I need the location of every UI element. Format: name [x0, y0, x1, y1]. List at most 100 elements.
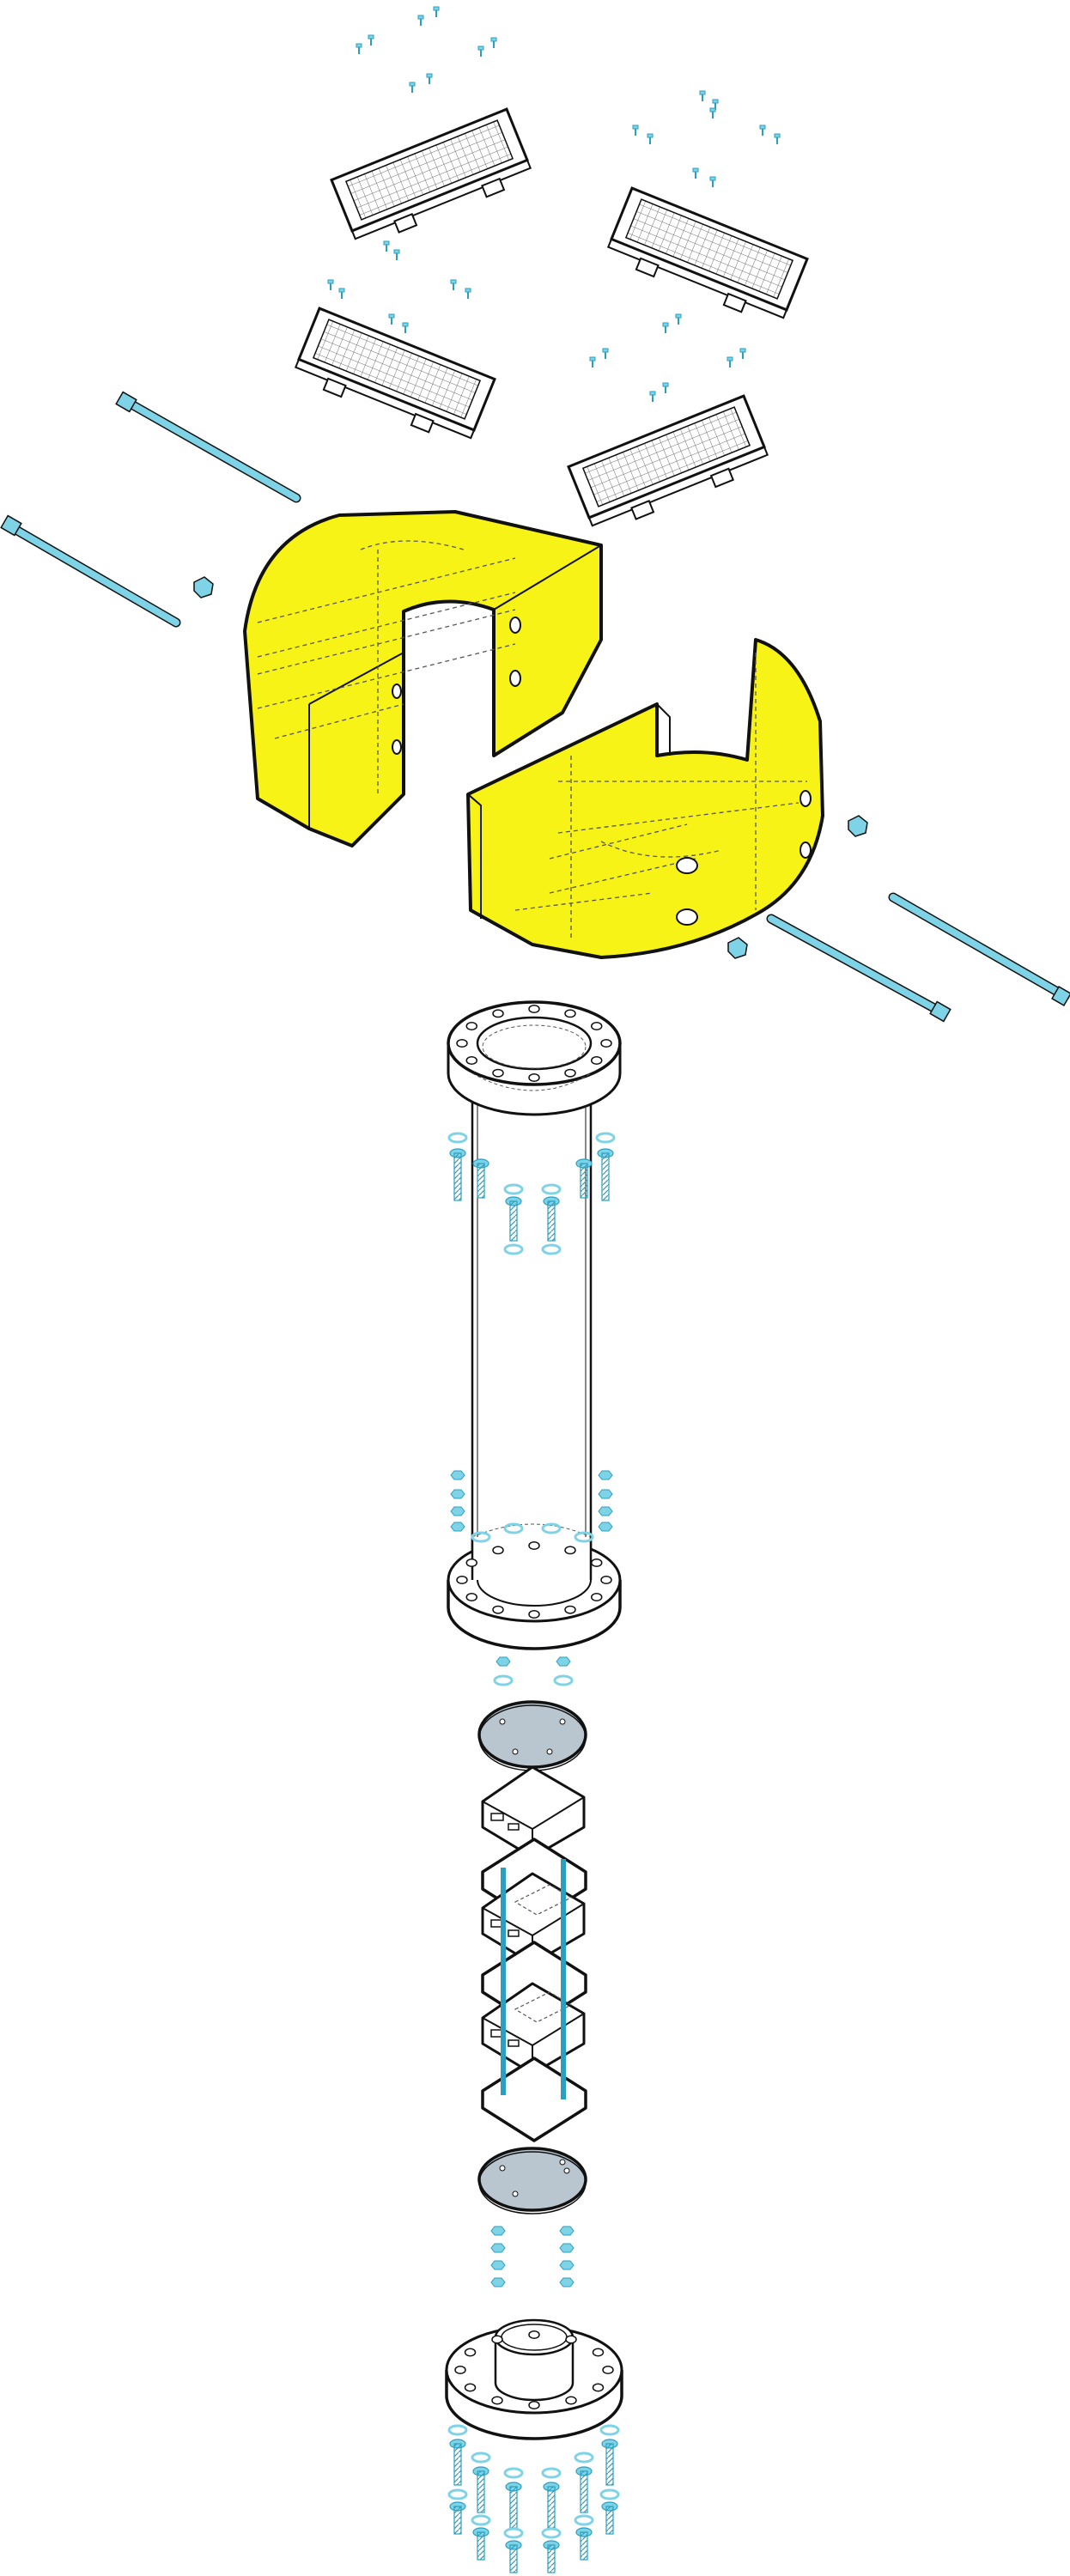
bolt-hole: [528, 1005, 540, 1013]
solar-panel-icon: [606, 186, 809, 319]
threaded-rods-lower: [727, 815, 1070, 1023]
nut-icon: [450, 1506, 465, 1516]
bolt-hole: [592, 2348, 605, 2357]
screw-icon: [383, 240, 390, 252]
base-flange: [445, 2318, 623, 2440]
nut-icon: [450, 1489, 465, 1499]
washer-icon: [553, 1674, 574, 1686]
panel-screws: [327, 6, 781, 402]
screw-icon: [433, 6, 440, 17]
screw-icon: [417, 15, 424, 26]
bolt-hole: [465, 1056, 478, 1065]
module-icon: [481, 1982, 586, 2075]
nut-icon: [490, 2243, 506, 2253]
nut-icon: [559, 2277, 575, 2287]
bolt-hole: [600, 1039, 612, 1048]
bolt-hole: [491, 2335, 503, 2344]
screw-icon: [662, 382, 669, 393]
bolt-icon: [543, 2540, 560, 2573]
bolt-hole: [492, 1546, 504, 1555]
module-icon: [481, 1765, 586, 1859]
bolt-icon: [575, 2527, 593, 2561]
screw-icon: [647, 133, 654, 144]
screw-icon: [426, 73, 433, 84]
threaded-rod-icon: [115, 391, 301, 503]
screw-icon: [759, 125, 766, 136]
screw-icon: [356, 43, 362, 54]
bolt-hole: [600, 1576, 612, 1584]
nut-icon: [559, 2226, 575, 2236]
bolt-icon: [472, 2466, 489, 2513]
screw-icon: [727, 356, 733, 368]
washer-icon: [599, 2424, 620, 2436]
bolt-hole: [464, 2348, 477, 2357]
bolt-hole: [564, 1605, 576, 1614]
bolt-hole: [528, 2330, 540, 2339]
bolt-icon: [449, 1148, 466, 1201]
threaded-rod-icon: [0, 514, 181, 628]
washer-icon: [447, 1132, 468, 1144]
bolt-hole: [564, 1546, 576, 1555]
nut-icon: [559, 2243, 575, 2253]
bolt-hole: [491, 2396, 503, 2405]
washer-icon: [574, 2451, 594, 2464]
bolt-icon: [543, 2482, 560, 2529]
bolt-hole: [492, 1068, 504, 1078]
bolt-hole: [465, 1022, 478, 1030]
washer-icon: [471, 2451, 491, 2464]
float-half-right: [466, 638, 824, 959]
washer-icon: [493, 1674, 514, 1686]
electronics-stack: [481, 1765, 587, 2142]
hex-nut-icon: [727, 937, 748, 959]
bolt-hole: [602, 2366, 614, 2374]
screw-icon: [709, 176, 716, 187]
washer-icon: [471, 1531, 491, 1543]
nut-icon: [490, 2277, 506, 2287]
threaded-rod-icon: [766, 914, 951, 1023]
bolt-icon: [543, 1196, 560, 1242]
washer-icon: [595, 1132, 616, 1144]
end-plate-lower: [477, 2147, 587, 2215]
washer-icon: [447, 2424, 468, 2436]
bolt-hole: [464, 2383, 477, 2392]
bolt-hole: [565, 2335, 577, 2344]
bolt-hole: [528, 1610, 540, 1619]
bolt-icon: [505, 2482, 522, 2529]
bolt-hole: [465, 1593, 478, 1601]
hex-nut-icon: [193, 576, 214, 598]
screw-icon: [393, 249, 400, 260]
screw-icon: [589, 356, 596, 368]
screw-icon: [409, 82, 416, 93]
washer-icon: [503, 2527, 524, 2539]
screw-icon: [327, 279, 334, 290]
bolt-hole: [456, 1576, 468, 1584]
bolt-hole: [465, 1558, 478, 1567]
screw-icon: [477, 46, 484, 57]
flanged-tube: [447, 1000, 622, 1650]
washer-icon: [503, 2467, 524, 2479]
washer-icon: [574, 1531, 594, 1543]
nut-icon: [450, 1470, 465, 1480]
bolt-icon: [472, 2527, 489, 2561]
bolt-icon: [601, 2501, 618, 2535]
screw-icon: [739, 348, 746, 359]
screw-icon: [450, 279, 457, 290]
washer-icon: [599, 2488, 620, 2500]
bolt-icon: [601, 2439, 618, 2486]
screw-icon: [662, 322, 669, 333]
bolt-hole: [456, 1039, 468, 1048]
bolt-icon: [597, 1148, 614, 1201]
screw-icon: [699, 90, 706, 101]
bolt-hole: [454, 2366, 466, 2374]
bolt-hole: [592, 2383, 605, 2392]
flange-holes: [454, 2330, 614, 2409]
nut-icon: [490, 2226, 506, 2236]
flange-holes: [456, 1005, 612, 1082]
screw-icon: [602, 348, 609, 359]
screw-icon: [490, 37, 497, 48]
screw-icon: [774, 133, 781, 144]
nut-icon: [598, 1522, 613, 1532]
washer-icon: [447, 2488, 468, 2500]
solar-panel-icon: [294, 307, 496, 440]
